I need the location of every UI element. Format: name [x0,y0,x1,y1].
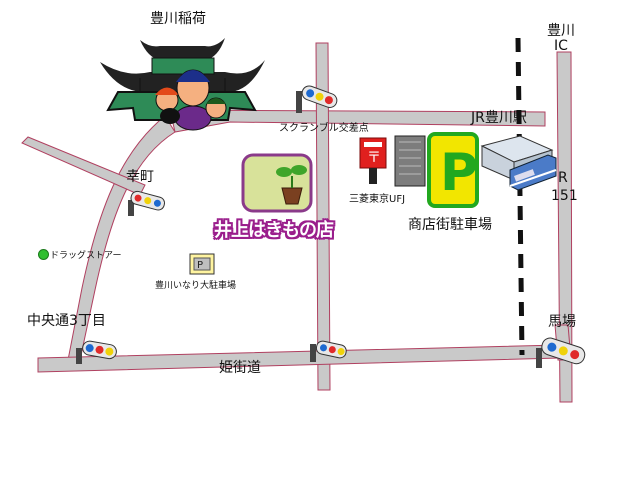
label-saiwaicho: 幸町 [126,169,154,185]
train-icon [480,135,557,191]
label-toyokawa-ic-name: 豊川 [547,23,575,39]
label-himekaido: 姫街道 [219,360,261,376]
label-baba: 馬場 [548,314,576,330]
label-jr-toyokawa-station: JR豊川駅 [471,110,527,126]
label-drugstore: ドラッグストアー [50,251,122,261]
bank-building-icon [394,135,426,187]
traffic-light-icon [536,337,586,368]
road-curve [67,115,176,361]
svg-text:〒: 〒 [367,150,381,166]
label-bank: 三菱東京UFJ [349,194,406,205]
traffic-light-icon [296,85,338,113]
label-scramble-crossing: スクランブル交差点 [279,123,369,134]
label-shopping-parking: 商店街駐車場 [408,217,492,233]
label-toyokawa-inari: 豊川稲荷 [150,11,206,27]
traffic-light-icon [310,340,347,362]
railway [515,37,525,356]
label-route-r: R [558,170,568,186]
road-diagonal-left [21,136,146,196]
parking-sign-letter: P [440,143,478,203]
road-ekimae [169,109,546,133]
traffic-light-icon [128,190,165,216]
road-center-vertical [315,42,331,391]
parking-sign-icon: P [427,132,479,208]
label-inari-parking: 豊川いなり大駐車場 [155,281,237,291]
family-characters-icon [155,69,227,131]
label-route-151: 151 [551,188,578,204]
label-toyokawa-ic: IC [554,38,568,54]
post-box-icon: 〒 [359,137,387,184]
label-chuodori-3chome: 中央通3丁目 [27,313,106,329]
svg-text:P: P [197,260,203,271]
traffic-light-icon [76,340,117,364]
shop-name-inoue: 井上はきもの店 [214,220,334,241]
road-r151 [556,51,573,403]
small-parking-icon: P [189,253,215,275]
drugstore-marker [38,249,49,260]
plant-icon [241,153,313,213]
